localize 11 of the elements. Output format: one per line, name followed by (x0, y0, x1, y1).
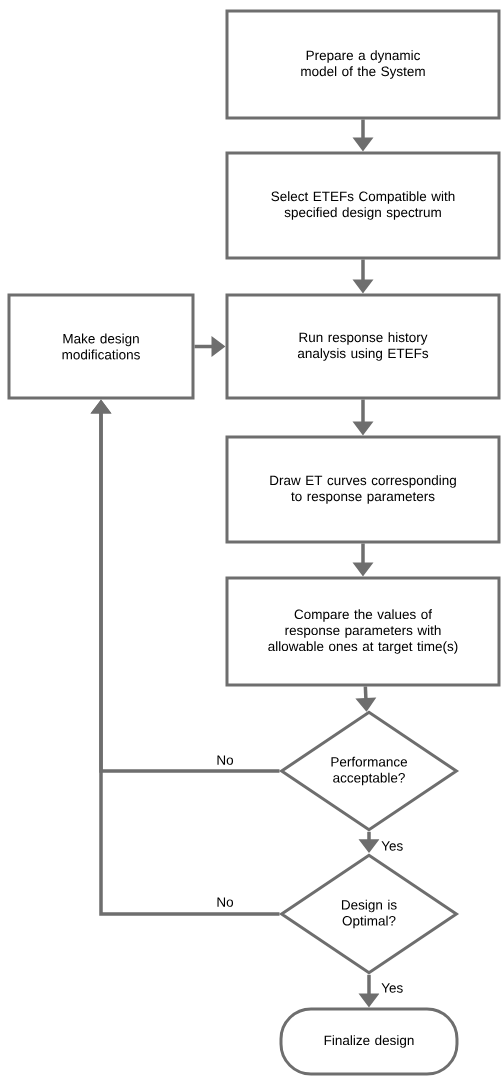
process-box: Prepare a dynamic model of the System (225, 9, 501, 120)
edge-label: No (217, 755, 234, 765)
edge-label: No (217, 897, 234, 907)
process-box: Draw ET curves corresponding to response parameters (225, 435, 501, 544)
process-box: Make design modifications (7, 293, 195, 400)
process-box: Select ETEFs Compatible with specified design spectrum (225, 151, 501, 260)
terminal-box: Finalize design (279, 1007, 459, 1076)
edge-label: Yes (381, 841, 403, 851)
edge-label: Yes (381, 983, 403, 993)
process-box: Compare the values of response parameters with allowable ones at target time(s) (225, 576, 501, 687)
process-box: Run response history analysis using ETEFs (225, 293, 501, 400)
